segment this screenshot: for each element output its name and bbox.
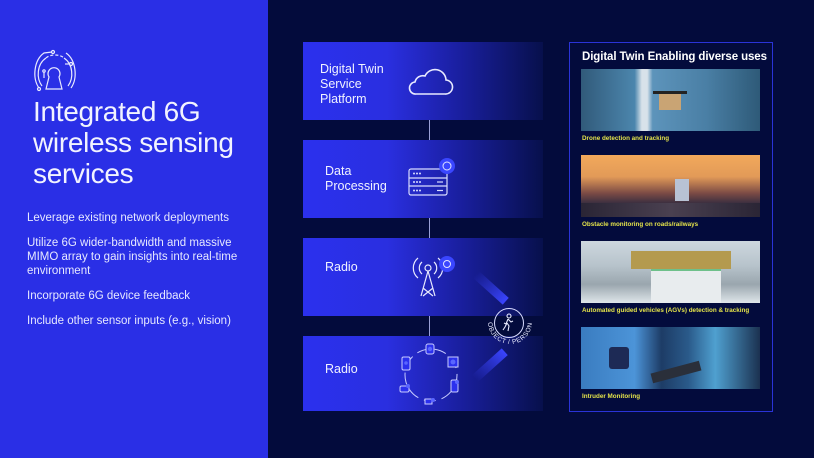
use-caption: Automated guided vehicles (AGVs) detecti… — [582, 307, 750, 314]
layer-data-processing: Data Processing — [303, 140, 543, 218]
cell-tower-icon — [412, 256, 455, 297]
connector-line — [429, 120, 430, 140]
device-ring-icon — [399, 343, 459, 405]
use-cases-title: Digital Twin Enabling diverse uses — [582, 51, 767, 63]
connector-line — [429, 218, 430, 238]
title-line-2: wireless sensing — [33, 127, 234, 158]
layer-label: Digital Twin Service Platform — [320, 62, 384, 106]
drone-delivery-photo — [581, 69, 760, 131]
left-panel: Integrated 6G wireless sensing services … — [0, 0, 268, 458]
title-line-3: services — [33, 158, 134, 189]
use-caption: Intruder Monitoring — [582, 393, 641, 400]
title-line-1: Integrated 6G — [33, 96, 201, 127]
object-person-label: OBJECT / PERSON — [486, 322, 534, 346]
layer-digital-twin: Digital Twin Service Platform — [303, 42, 543, 120]
connector-line — [429, 316, 430, 336]
feature-item: Leverage existing network deployments — [27, 212, 230, 224]
page-title: Integrated 6G wireless sensing services — [33, 96, 263, 189]
layer-radio-devices: Radio — [303, 336, 543, 411]
server-icon — [408, 158, 455, 196]
feature-item: Include other sensor inputs (e.g., visio… — [27, 315, 231, 327]
feature-item: Utilize 6G wider-bandwidth and massive M… — [27, 237, 238, 277]
keyhole-circuit-icon — [34, 49, 76, 92]
object-person-target — [494, 308, 524, 338]
railway-sunset-photo — [581, 155, 760, 217]
feature-item: Incorporate 6G device feedback — [27, 290, 191, 302]
layer-label: Data Processing — [325, 164, 387, 193]
agv-warehouse-photo — [581, 241, 760, 303]
layer-label: Radio — [325, 260, 358, 274]
svg-text:OBJECT / PERSON: OBJECT / PERSON — [486, 322, 534, 346]
walking-person-icon — [502, 313, 514, 332]
use-caption: Obstacle monitoring on roads/railways — [582, 221, 699, 228]
security-guard-monitors-photo — [581, 327, 760, 389]
feature-list: Leverage existing network deployments Ut… — [27, 211, 262, 339]
use-cases-panel: Digital Twin Enabling diverse uses Drone… — [569, 42, 773, 412]
layer-label: Radio — [325, 362, 358, 376]
use-caption: Drone detection and tracking — [582, 135, 670, 142]
cloud-icon — [408, 68, 454, 95]
